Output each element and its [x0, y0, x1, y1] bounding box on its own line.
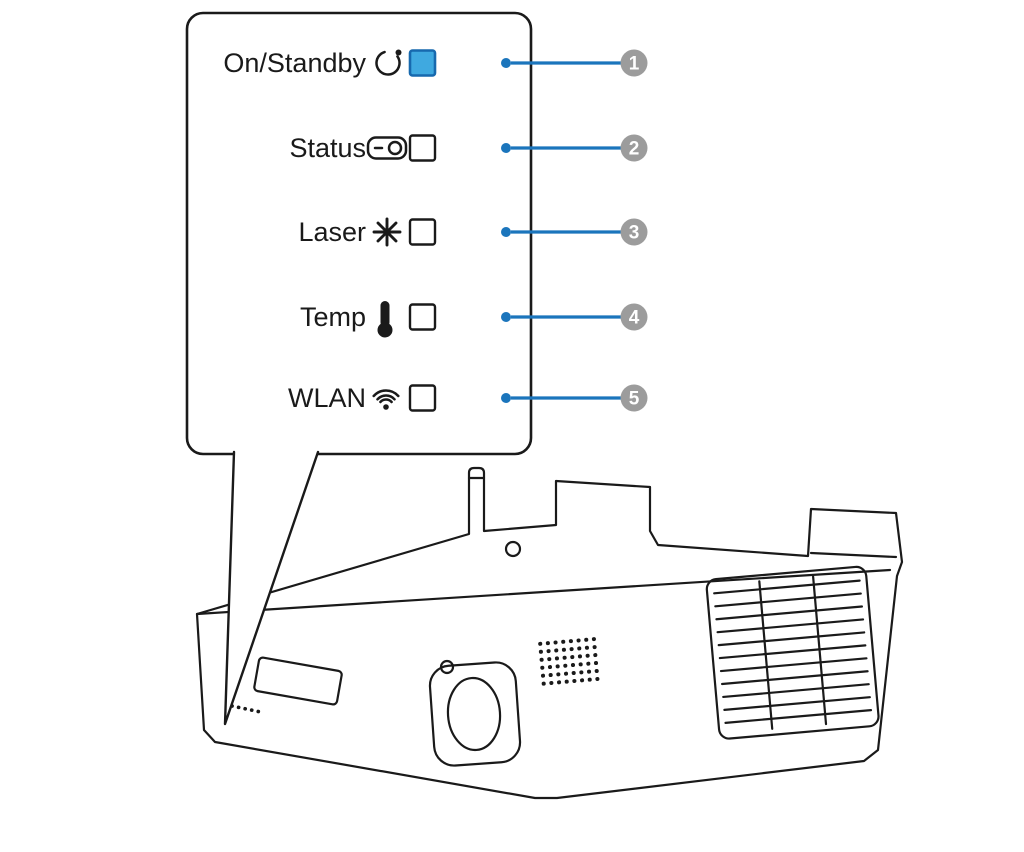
vent-slats — [713, 579, 873, 724]
callout-number-2: 2 — [629, 139, 640, 160]
vent-dividers — [758, 575, 828, 730]
indicator-label: On/Standby — [223, 48, 366, 78]
indicator-label: WLAN — [288, 383, 366, 413]
right-bracket-line — [809, 551, 898, 559]
leader-dot — [501, 58, 511, 68]
front-panel-detail — [253, 656, 343, 706]
projector-top-edge-line — [195, 568, 892, 616]
indicator-light-status — [408, 134, 437, 162]
indicator-light-wlan — [408, 384, 437, 412]
temperature-thermometer-icon — [377, 301, 393, 338]
indicator-light-laser — [408, 218, 437, 246]
status-projector-icon — [366, 136, 408, 160]
indicator-light-on-standby — [408, 49, 437, 77]
indicator-label: Laser — [298, 217, 366, 247]
indicator-light-temp — [408, 303, 437, 331]
standby-power-icon — [375, 49, 402, 76]
leader-dot — [501, 393, 511, 403]
indicator-row-laser: Laser 3 — [298, 217, 648, 247]
indicator-row-wlan: WLAN 5 — [288, 383, 648, 413]
leader-dot — [501, 312, 511, 322]
leader-dot — [501, 227, 511, 237]
indicator-row-on-standby: On/Standby 1 — [223, 48, 648, 78]
callout-number-1: 1 — [629, 54, 640, 75]
status-indicator-dots — [230, 704, 265, 715]
laser-star-icon — [372, 217, 402, 247]
indicator-row-status: Status 2 — [289, 133, 648, 163]
callout-number-4: 4 — [629, 308, 640, 329]
callout-number-circle-1 — [620, 49, 648, 77]
projector-illustration — [195, 466, 904, 800]
leader-dot — [501, 143, 511, 153]
indicator-row-temp: Temp 4 — [300, 301, 648, 338]
callout-pointer-edges — [223, 450, 320, 726]
projector-body-outline — [195, 466, 904, 800]
callout-number-circle-4 — [620, 303, 648, 331]
callout-number-circle-3 — [620, 218, 648, 246]
wireless-lan-icon — [372, 389, 400, 410]
callout-number-circle-2 — [620, 134, 648, 162]
lamp-cover — [428, 659, 522, 767]
mount-screw — [504, 540, 522, 558]
vent-grille — [705, 565, 880, 740]
callout-number-5: 5 — [629, 389, 640, 410]
callout-number-circle-5 — [620, 384, 648, 412]
callout-number-3: 3 — [629, 223, 640, 244]
indicator-label: Status — [289, 133, 366, 163]
indicator-label: Temp — [300, 302, 366, 332]
callout-pointer — [223, 450, 320, 726]
